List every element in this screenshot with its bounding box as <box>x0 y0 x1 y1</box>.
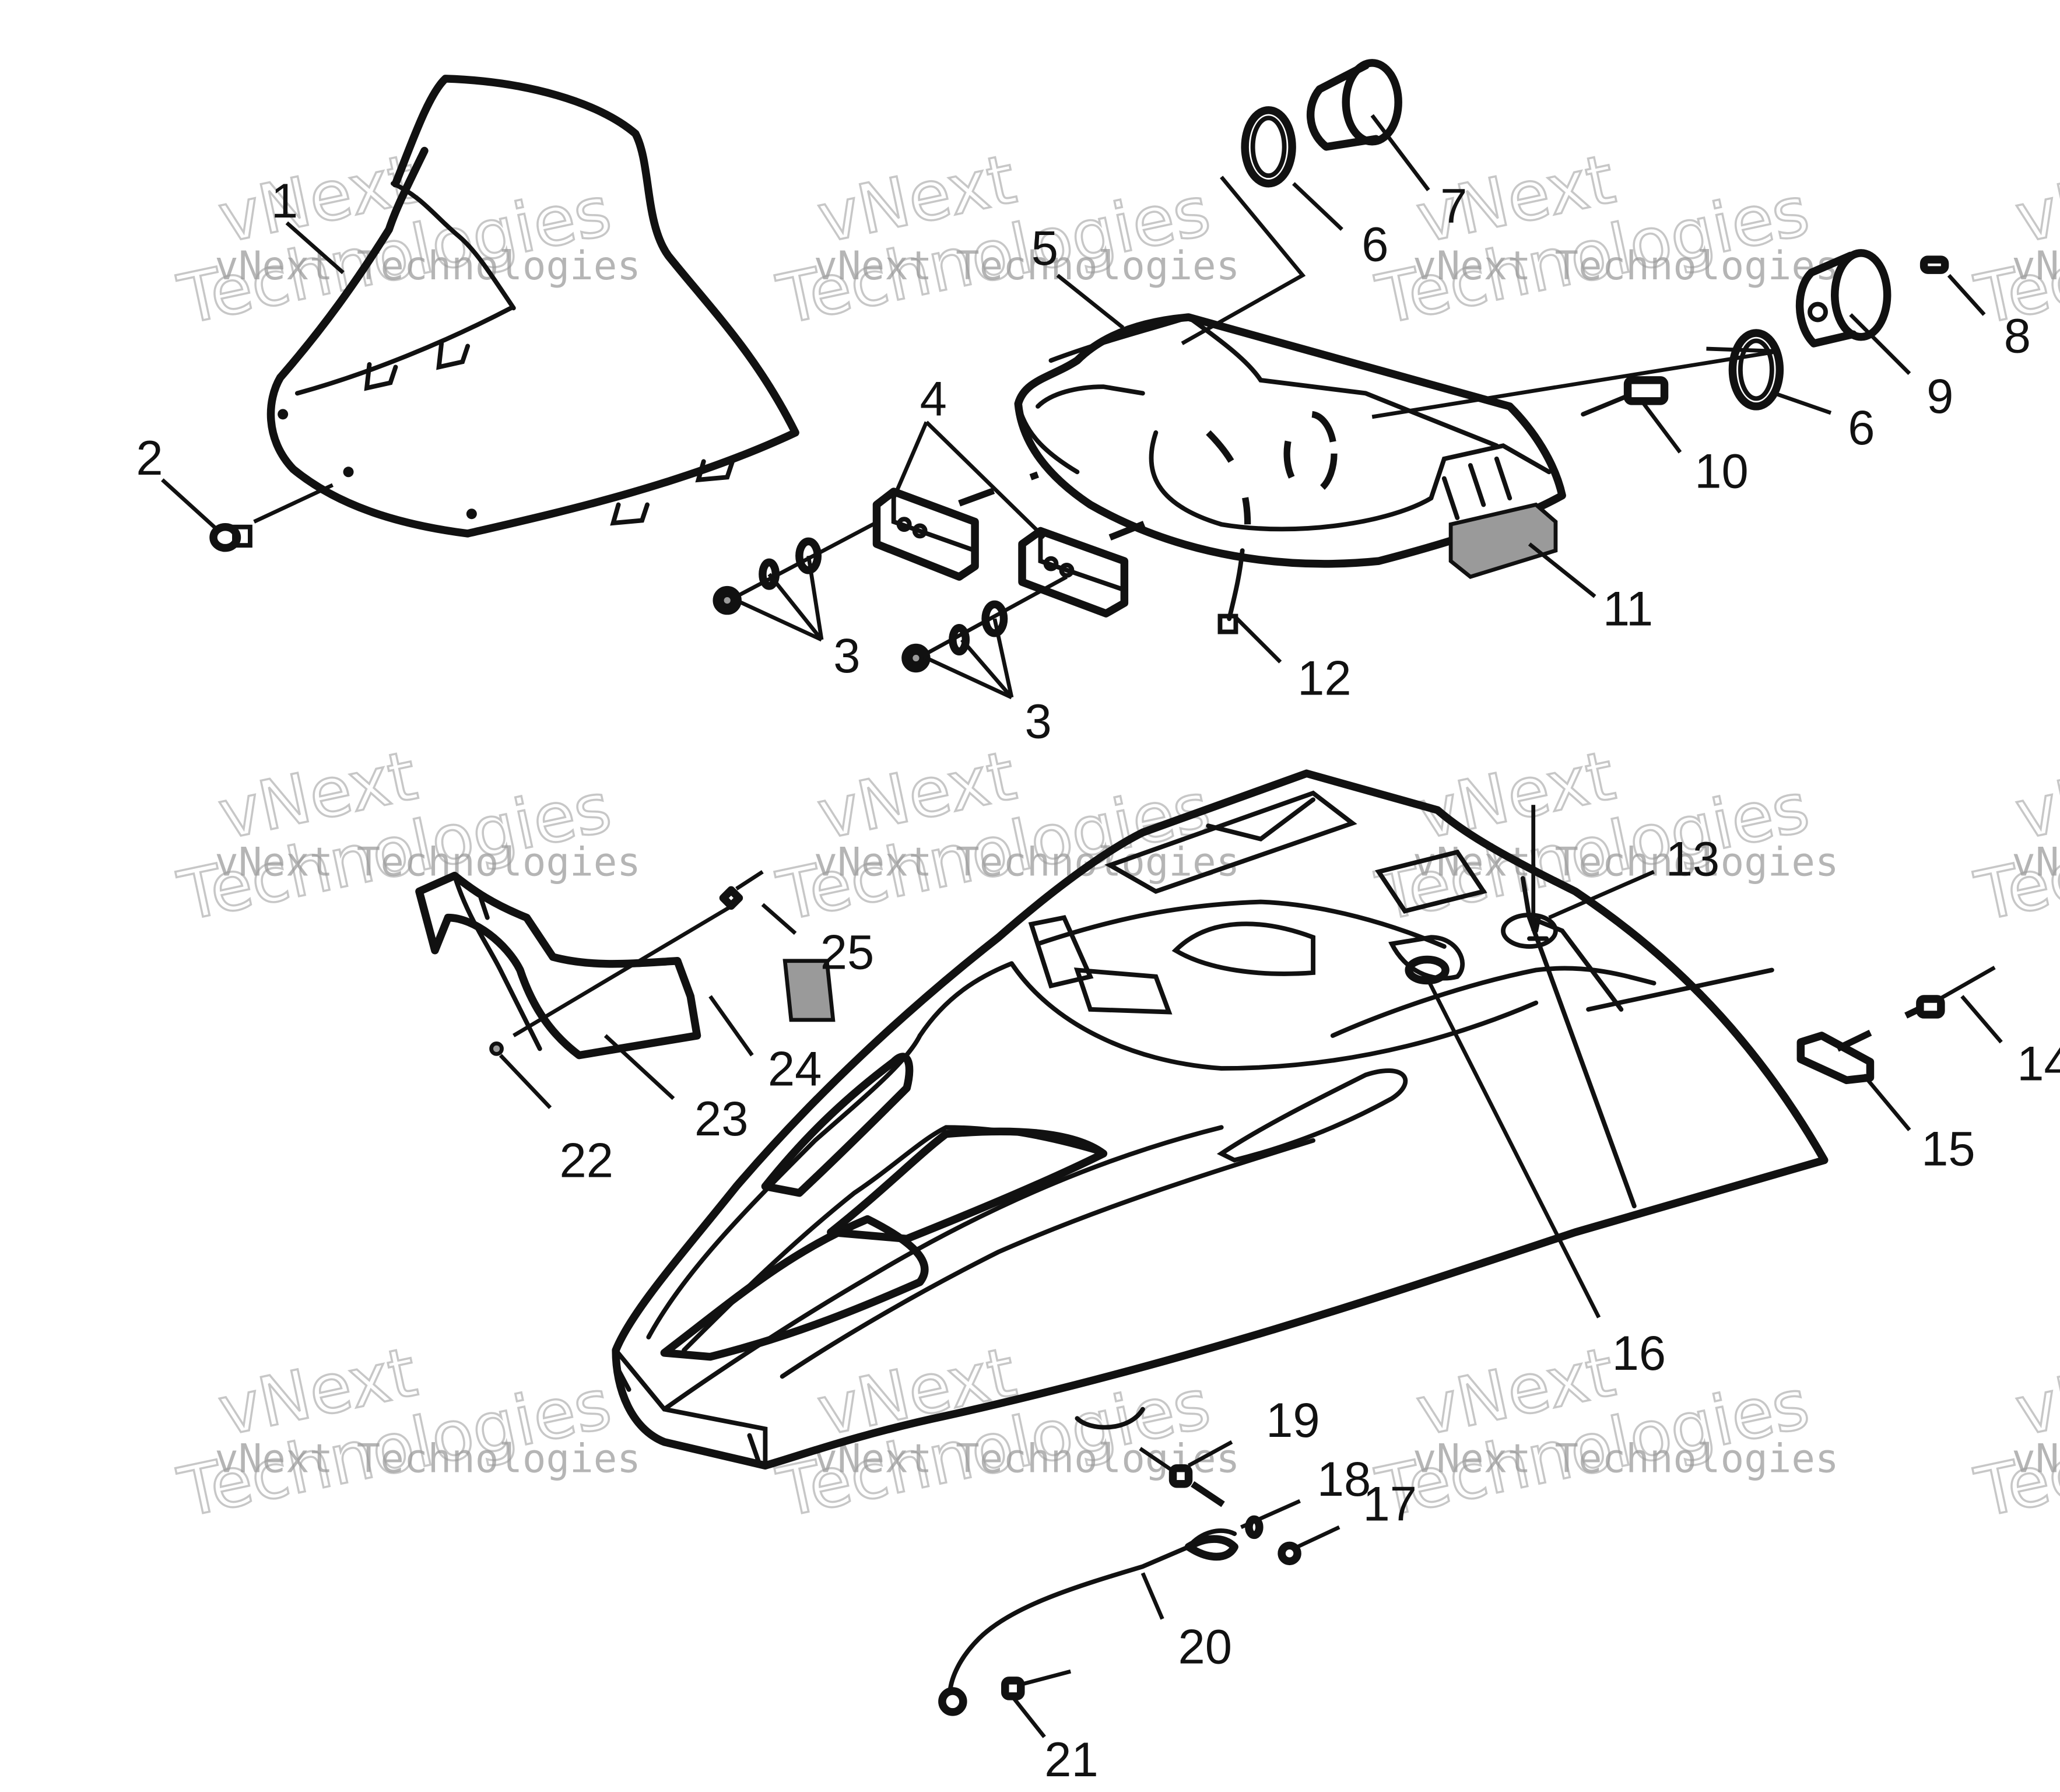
watermark: vNext vNext Technologies Technologies <box>1968 1331 2060 1534</box>
bulb-part-8 <box>1919 255 1949 274</box>
svg-text:vNext: vNext <box>2009 139 2060 258</box>
gauge-ring-lower <box>1728 329 1784 411</box>
callout-16: 16 <box>1612 1326 1666 1380</box>
screw-part-21 <box>1001 1669 1072 1700</box>
svg-text:vNext: vNext <box>2009 1332 2060 1451</box>
watermark: vNext vNext Technologies Technologies <box>1968 735 2060 937</box>
watermark: vNext vNext Technologies Technologies <box>171 1331 641 1534</box>
callout-8: 8 <box>2004 309 2031 363</box>
screw-part-19 <box>1139 1447 1193 1488</box>
watermark: vNext vNext Technologies Technologies <box>1369 735 1838 937</box>
gauge-housing <box>1306 59 1402 151</box>
leader-lines <box>161 114 2003 1738</box>
hardware-stack-lower <box>901 575 1068 673</box>
watermark: vNext vNext Technologies Technologies <box>770 735 1240 937</box>
callout-5: 5 <box>1031 221 1058 275</box>
svg-text:vNext Technologies: vNext Technologies <box>215 839 641 885</box>
callout-2: 2 <box>136 431 163 485</box>
windshield <box>266 75 799 538</box>
callout-21: 21 <box>1044 1733 1098 1787</box>
watermark: vNext vNext Technologies Technologies <box>770 138 1240 341</box>
hood <box>612 769 1829 1470</box>
callout-13: 13 <box>1666 832 1720 886</box>
callout-6b: 6 <box>1848 401 1875 455</box>
fastener-part-14 <box>1916 966 1996 1019</box>
tether-cable-part-20 <box>938 1528 1238 1716</box>
hardware-stack-upper <box>713 520 879 615</box>
watermark: vNext vNext Technologies Technologies <box>171 138 641 341</box>
callout-3b: 3 <box>1025 695 1052 749</box>
svg-text:vNext Technologies: vNext Technologies <box>814 1435 1240 1481</box>
svg-text:vNext Technologies: vNext Technologies <box>2012 1435 2060 1481</box>
gauge-unit <box>1795 249 1891 348</box>
callout-1: 1 <box>271 174 298 228</box>
callout-18: 18 <box>1317 1452 1371 1506</box>
callout-23: 23 <box>694 1092 749 1146</box>
fastener-part-22 <box>489 1041 504 1056</box>
screw-part-2 <box>209 483 334 552</box>
svg-text:vNext: vNext <box>2009 736 2060 855</box>
fastener-part-25 <box>719 870 764 910</box>
watermark: vNext vNext Technologies Technologies <box>1369 1331 1839 1534</box>
callout-14: 14 <box>2017 1036 2060 1090</box>
callout-15: 15 <box>1921 1121 1975 1176</box>
svg-text:vNext Technologies: vNext Technologies <box>1413 243 1839 289</box>
svg-text:vNext Technologies: vNext Technologies <box>215 1435 641 1481</box>
callout-19: 19 <box>1266 1393 1320 1447</box>
watermark: vNext vNext Technologies Technologies <box>1369 138 1839 341</box>
inner-side-panel <box>415 871 836 1060</box>
svg-text:vNext Technologies: vNext Technologies <box>2012 839 2060 885</box>
nut-part-17 <box>1278 1541 1301 1566</box>
clip-part-15 <box>1796 1032 1875 1085</box>
dash-console <box>1014 313 1566 634</box>
callout-11: 11 <box>1603 581 1653 636</box>
callout-4: 4 <box>920 372 947 426</box>
callout-3a: 3 <box>833 629 860 683</box>
sensor-part-10 <box>1581 376 1669 417</box>
callout-7: 7 <box>1440 179 1467 233</box>
watermark: vNext vNext Technologies Technologies <box>171 735 641 937</box>
callout-17: 17 <box>1363 1477 1417 1531</box>
hood-latch-part-13 <box>1527 915 1549 941</box>
mounting-brackets <box>872 488 1129 618</box>
gauge-ring-upper <box>1241 106 1296 188</box>
callout-12: 12 <box>1297 651 1351 705</box>
callout-6a: 6 <box>1361 217 1388 271</box>
svg-text:vNext Technologies: vNext Technologies <box>215 243 641 289</box>
svg-text:vNext Technologies: vNext Technologies <box>2012 243 2060 289</box>
hood-latch-part-16 <box>1405 955 1450 985</box>
callout-24: 24 <box>768 1041 822 1096</box>
callout-10: 10 <box>1694 444 1749 498</box>
callout-20: 20 <box>1178 1620 1232 1674</box>
callout-labels: 1 2 3 3 4 5 6 6 7 8 9 10 11 12 13 14 15 … <box>136 174 2060 1787</box>
callout-25: 25 <box>820 925 875 979</box>
callout-9: 9 <box>1926 369 1953 423</box>
svg-text:vNext Technologies: vNext Technologies <box>1413 1435 1839 1481</box>
callout-22: 22 <box>559 1134 613 1188</box>
svg-text:vNext Technologies: vNext Technologies <box>814 243 1240 289</box>
